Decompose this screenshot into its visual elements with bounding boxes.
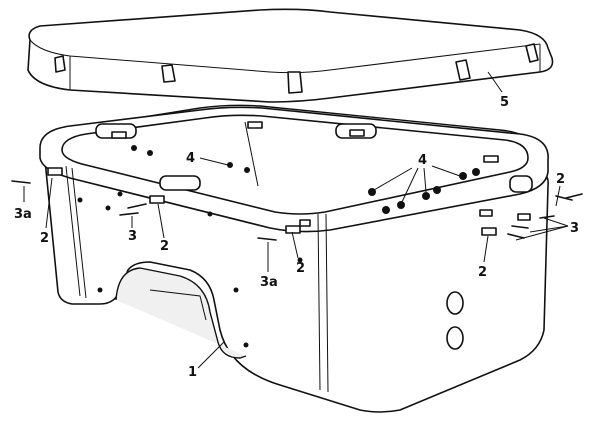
- hinge-brackets: [47, 121, 531, 236]
- label-screw-left: 3a: [14, 207, 32, 222]
- label-lid: 5: [500, 95, 509, 110]
- label-hinge-right-top: 2: [556, 172, 565, 187]
- mounting-holes: [77, 145, 480, 348]
- screws: [11, 180, 583, 241]
- label-top-frame: 4: [186, 151, 195, 166]
- label-top-frame-right: 4: [418, 153, 427, 168]
- label-screw-right: 3: [570, 221, 579, 236]
- label-screw-mid: 3a: [260, 275, 278, 290]
- label-hinge-mid-left: 2: [160, 239, 169, 254]
- lid-latch: [54, 43, 539, 94]
- tub-body: [39, 104, 549, 413]
- label-hinge-right-bottom: 2: [478, 265, 487, 280]
- label-tub-body: 1: [188, 365, 197, 380]
- label-hinge-left: 2: [40, 231, 49, 246]
- label-screw-mid-left: 3: [128, 229, 137, 244]
- lid: [27, 8, 554, 103]
- label-hinge-mid: 2: [296, 261, 305, 276]
